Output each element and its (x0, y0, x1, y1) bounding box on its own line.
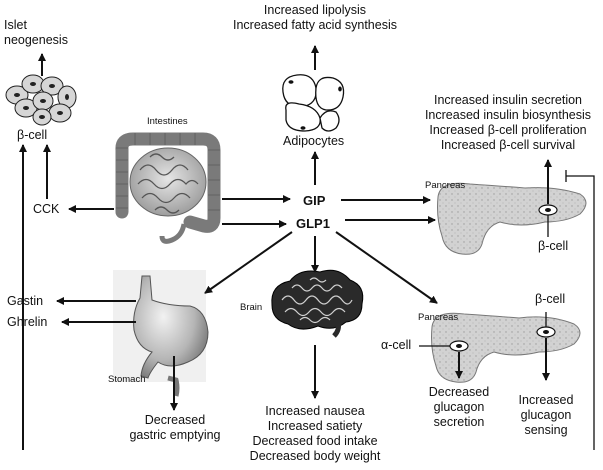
brain-effect-line-1: Increased nausea (265, 404, 365, 418)
pointer-lines (419, 215, 549, 347)
gastric-line-2: gastric emptying (129, 428, 221, 442)
glucagon-sensing-line-2: glucagon (520, 408, 572, 422)
beta-cell-left-label: β-cell (17, 128, 48, 142)
arrows (19, 45, 552, 450)
adipocytes-illustration (282, 74, 345, 132)
islet-cell-cluster (5, 74, 77, 126)
stomach-illustration (113, 270, 209, 397)
alpha-cell-label: α-cell (381, 338, 412, 352)
brain-effect-line-4: Decreased body weight (249, 449, 381, 463)
glucagon-sensing-line-3: sensing (524, 423, 568, 437)
intestines-illustration (115, 132, 221, 244)
intestines-label: Intestines (147, 116, 188, 127)
islet-line-2: neogenesis (4, 33, 68, 47)
gip-label: GIP (303, 193, 326, 208)
adipocytes-label: Adipocytes (283, 134, 345, 148)
lipolysis-line-2: Increased fatty acid synthesis (233, 18, 397, 32)
brain-illustration (271, 269, 364, 338)
insulin-line-3: Increased β-cell proliferation (429, 123, 587, 137)
insulin-line-2: Increased insulin biosynthesis (424, 108, 592, 122)
gastric-emptying-label: Decreased gastric emptying (115, 413, 235, 443)
pancreas-top-label: Pancreas (425, 180, 466, 191)
brain-effect-line-3: Decreased food intake (252, 434, 378, 448)
beta-cell-bottom-label: β-cell (535, 292, 566, 306)
lipolysis-line-1: Increased lipolysis (263, 3, 367, 17)
glucagon-secretion-line-2: glucagon (433, 400, 485, 414)
glucagon-sensing-label: Increased glucagon sensing (504, 393, 588, 438)
beta-cell-top-pancreas-label: β-cell (538, 239, 569, 253)
islet-line-1: Islet (4, 18, 27, 32)
arrow-glp1-to-stomach (204, 231, 293, 294)
insulin-effects-label: Increased insulin secretion Increased in… (418, 93, 598, 153)
arrow-glp1-to-pancreas-bottom (335, 231, 438, 304)
insulin-line-1: Increased insulin secretion (434, 93, 582, 107)
glucagon-sensing-line-1: Increased (518, 393, 574, 407)
gastin-label: Gastin (7, 294, 44, 308)
insulin-line-4: Increased β-cell survival (440, 138, 576, 152)
stomach-label: Stomach (108, 374, 146, 385)
cck-label: CCK (33, 202, 60, 216)
gastric-line-1: Decreased (144, 413, 206, 427)
pancreas-bottom-illustration (431, 312, 581, 383)
inhibition-line (565, 170, 595, 450)
glucagon-secretion-line-3: secretion (433, 415, 485, 429)
glp1-label: GLP1 (296, 216, 330, 231)
lipolysis-effects-label: Increased lipolysis Increased fatty acid… (210, 3, 420, 33)
glucagon-secretion-line-1: Decreased (428, 385, 490, 399)
pancreas-bottom-label: Pancreas (418, 312, 459, 323)
brain-label: Brain (240, 302, 263, 313)
ghrelin-label: Ghrelin (7, 315, 48, 329)
brain-effects-label: Increased nausea Increased satiety Decre… (240, 404, 390, 464)
glucagon-secretion-label: Decreased glucagon secretion (414, 385, 504, 430)
brain-effect-line-2: Increased satiety (267, 419, 363, 433)
islet-neogenesis-label: Islet neogenesis (4, 18, 68, 48)
